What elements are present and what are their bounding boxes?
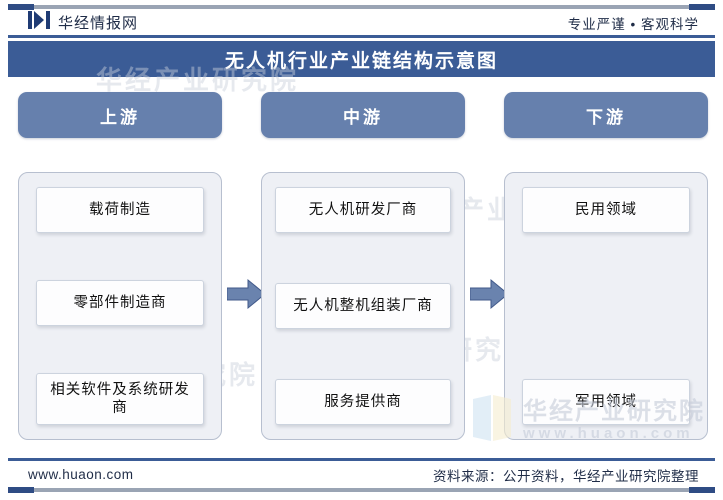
industry-chain-diagram: 上游 载荷制造 零部件制造商 相关软件及系统研发商 中游 无人机研发厂商 无人机… <box>8 92 715 448</box>
chain-node[interactable]: 相关软件及系统研发商 <box>36 373 204 425</box>
rail-cap-left <box>8 487 34 493</box>
page-header: 华经情报网 专业严谨 • 客观科学 <box>8 10 715 38</box>
column-header-label: 上游 <box>100 107 140 127</box>
brand-name: 华经情报网 <box>58 15 139 32</box>
arrow-right-icon <box>226 278 266 310</box>
brand: 华经情报网 <box>28 11 138 34</box>
chain-panel-upstream: 载荷制造 零部件制造商 相关软件及系统研发商 <box>18 172 222 440</box>
chain-node[interactable]: 军用领域 <box>522 379 690 425</box>
column-header-label: 下游 <box>586 107 626 127</box>
bottom-accent-rail <box>8 487 715 493</box>
footer-site-url[interactable]: www.huaon.com <box>28 467 134 482</box>
rail-cap-right <box>689 487 715 493</box>
chart-title-bar: 无人机行业产业链结构示意图 <box>8 41 715 77</box>
rail-cap-right <box>689 4 715 10</box>
header-tagline: 专业严谨 • 客观科学 <box>567 16 699 32</box>
chain-node[interactable]: 服务提供商 <box>275 379 451 425</box>
rail-cap-left <box>8 4 34 10</box>
chain-panel-midstream: 无人机研发厂商 无人机整机组装厂商 服务提供商 <box>261 172 465 440</box>
chain-node[interactable]: 无人机整机组装厂商 <box>275 283 451 329</box>
column-header-midstream[interactable]: 中游 <box>261 92 465 138</box>
column-header-downstream[interactable]: 下游 <box>504 92 708 138</box>
chain-column-upstream: 上游 <box>18 92 222 138</box>
page-title: 无人机行业产业链结构示意图 <box>224 50 498 72</box>
arrow-right-icon <box>469 278 509 310</box>
column-header-label: 中游 <box>343 107 383 127</box>
chain-node[interactable]: 载荷制造 <box>36 187 204 233</box>
page-footer: www.huaon.com 资料来源：公开资料，华经产业研究院整理 <box>8 458 715 488</box>
chain-node[interactable]: 民用领域 <box>522 187 690 233</box>
top-accent-rail <box>8 4 715 10</box>
chain-column-downstream: 下游 <box>504 92 708 138</box>
footer-source-note: 资料来源：公开资料，华经产业研究院整理 <box>433 468 699 484</box>
chain-node[interactable]: 零部件制造商 <box>36 280 204 326</box>
column-header-upstream[interactable]: 上游 <box>18 92 222 138</box>
chain-node[interactable]: 无人机研发厂商 <box>275 187 451 233</box>
chain-panel-downstream: 民用领域 军用领域 <box>504 172 708 440</box>
chain-column-midstream: 中游 <box>261 92 465 138</box>
huajing-logo-icon <box>28 11 50 34</box>
